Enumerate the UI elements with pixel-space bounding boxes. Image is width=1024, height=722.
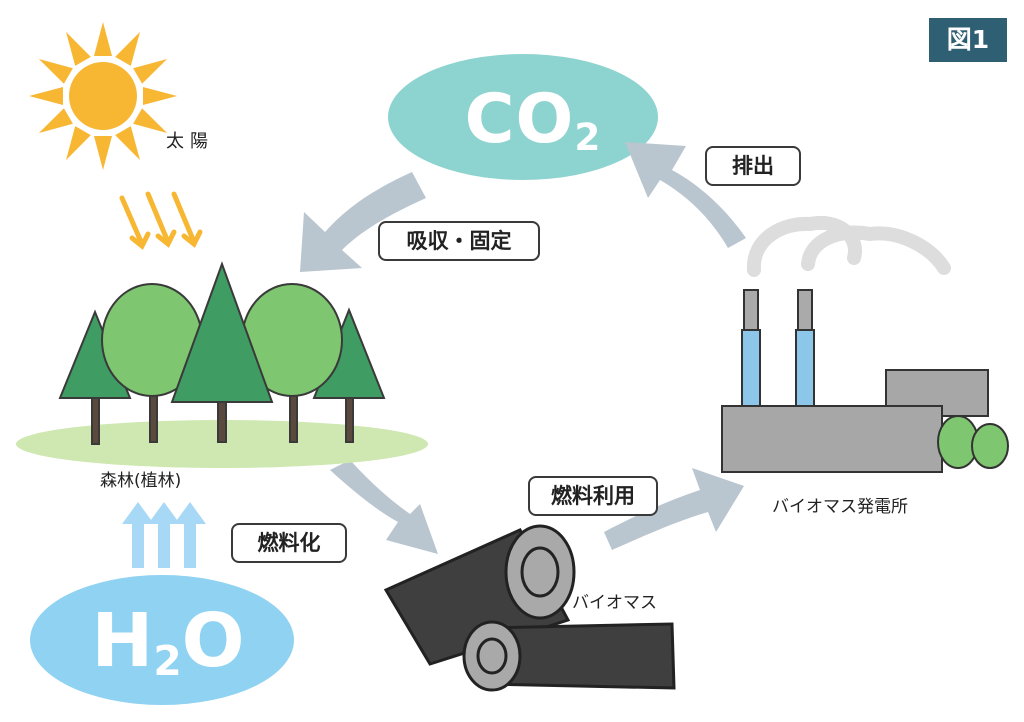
sun-ray bbox=[29, 87, 63, 105]
absorb-arrow bbox=[300, 172, 426, 272]
sunlight-arrows-icon bbox=[119, 191, 203, 250]
co2-label: CO2 bbox=[464, 80, 602, 160]
biomass-logs-icon bbox=[383, 524, 676, 692]
co2-bubble bbox=[388, 54, 658, 180]
sun-icon bbox=[29, 22, 177, 170]
sun-ray bbox=[38, 59, 73, 84]
emit-arrow bbox=[625, 142, 746, 248]
fuel-use-flow-label: 燃料利用 bbox=[528, 476, 658, 516]
fuelize-arrow bbox=[330, 460, 438, 554]
sun-ray bbox=[143, 87, 177, 105]
emit-flow-label: 排出 bbox=[705, 146, 801, 186]
absorb-flow-label: 吸収・固定 bbox=[378, 221, 540, 261]
sun-ray bbox=[115, 126, 140, 161]
forest-icon bbox=[16, 261, 428, 468]
power-plant-icon bbox=[721, 215, 1009, 473]
fuelize-flow-label: 燃料化 bbox=[231, 523, 347, 563]
sun-ray bbox=[66, 126, 91, 161]
sun-ray bbox=[133, 108, 168, 133]
sun-ray bbox=[94, 22, 112, 56]
biomass-label: バイオマス bbox=[572, 593, 657, 613]
sun-ray bbox=[66, 31, 91, 66]
sun-ray bbox=[38, 108, 73, 133]
sun-label: 太陽 bbox=[166, 131, 214, 152]
h2o-label: H2O bbox=[91, 598, 245, 685]
sun-ray bbox=[133, 59, 168, 84]
sun-ray bbox=[94, 136, 112, 170]
power-plant-label: バイオマス発電所 bbox=[772, 497, 908, 517]
forest-label: 森林(植林) bbox=[100, 471, 182, 491]
fuel-use-arrow bbox=[604, 468, 744, 550]
h2o-bubble bbox=[30, 575, 294, 705]
water-arrows-icon bbox=[122, 502, 206, 568]
figure-badge: 図1 bbox=[929, 18, 1007, 62]
sun-ray bbox=[115, 31, 140, 66]
